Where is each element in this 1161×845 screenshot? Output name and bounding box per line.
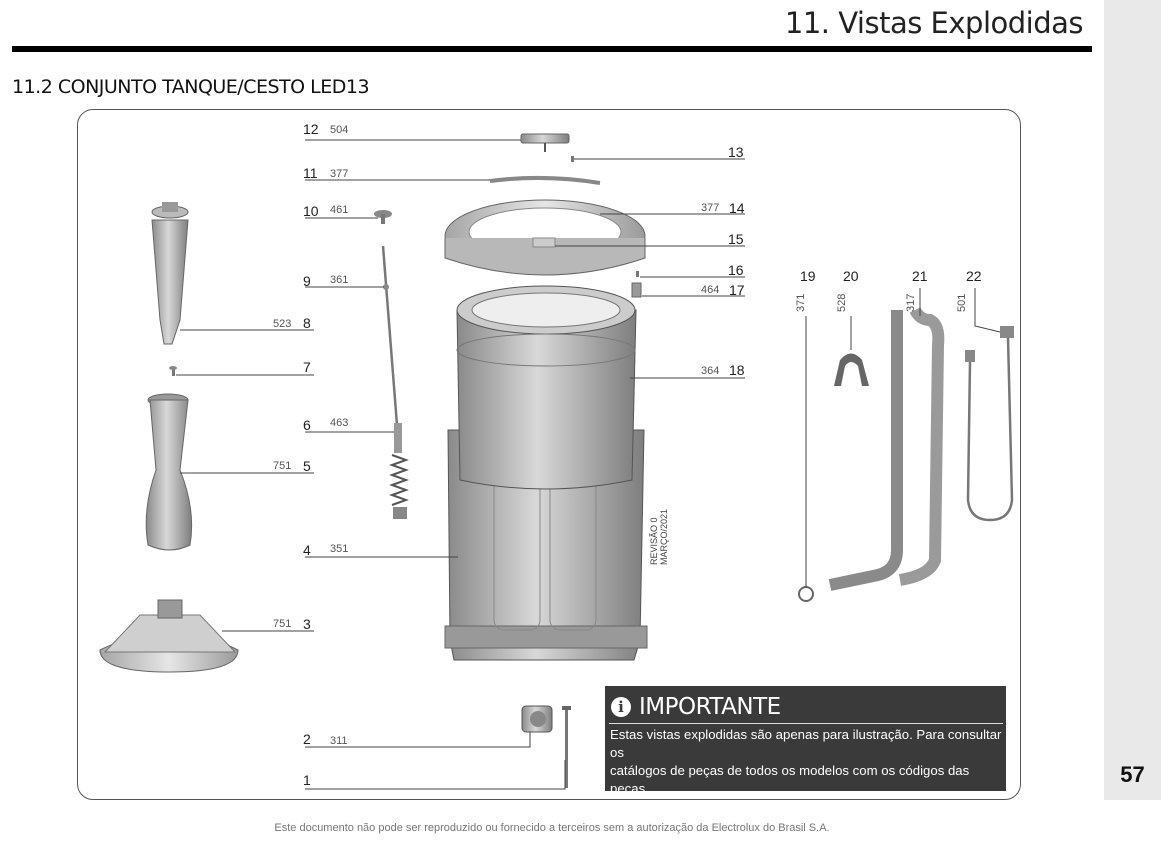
part-10-knob [374,210,392,224]
label-7-num: 7 [303,359,311,375]
important-notice: i IMPORTANTE Estas vistas explodidas são… [605,686,1006,814]
part-16-screw [636,271,639,277]
part-6-spring [389,423,409,519]
label-4-code: 351 [330,543,348,555]
revision-line-2: MARÇO/2021 [659,509,669,565]
page-sidebar [1104,0,1161,800]
label-3-num: 3 [303,616,311,632]
label-14-num: 14 [729,200,745,216]
label-2-code: 311 [330,735,348,747]
part-19-clamp [798,586,814,602]
part-20-hose-support [834,353,869,386]
label-21-code: 317 [905,294,917,312]
label-8-num: 8 [303,315,311,331]
label-15-num: 15 [728,231,744,247]
label-20-num: 20 [843,268,859,284]
label-21-num: 21 [912,268,928,284]
label-5-num: 5 [303,458,311,474]
part-4-outer-tub [444,429,648,661]
label-2-num: 2 [303,731,311,747]
label-17-num: 17 [729,282,745,298]
label-12-num: 12 [303,121,319,137]
part-9-suspension-rod [381,245,399,426]
section-title: 11.2 CONJUNTO TANQUE/CESTO LED13 [12,76,370,98]
label-22-num: 22 [966,268,982,284]
part-12-bracket [520,133,570,152]
label-3-code: 751 [273,618,291,630]
label-12-code: 504 [330,124,348,136]
label-11-num: 11 [303,165,318,181]
page-number: 57 [1120,762,1145,787]
part-1-screw [562,706,571,788]
label-17-code: 464 [701,284,719,296]
label-18-code: 364 [701,365,719,377]
part-7-pin [169,366,177,376]
label-6-num: 6 [303,417,311,433]
label-18-num: 18 [729,362,745,378]
label-20-code: 528 [836,294,848,312]
part-11-seal [489,175,601,185]
important-header: i IMPORTANTE [611,694,781,720]
label-10-num: 10 [303,203,319,219]
important-line-3: acesse o Sales Force. [610,799,741,814]
label-4-num: 4 [303,542,311,558]
label-1-num: 1 [303,772,311,788]
label-11-code: 377 [330,168,348,180]
label-10-code: 461 [330,204,348,216]
label-13-num: 13 [728,144,744,160]
title-rule [12,46,1092,52]
revision-line-1: REVISÃO 0 [649,517,659,565]
label-19-code: 371 [795,294,807,312]
chapter-title: 11. Vistas Explodidas [784,6,1084,40]
important-body: Estas vistas explodidas são apenas para … [610,726,1002,816]
part-15-filter [532,237,556,248]
part-5-agitator [145,393,193,551]
label-5-code: 751 [273,460,291,472]
part-2-motor [521,705,553,733]
label-9-code: 361 [330,274,348,286]
part-17-clip [631,282,642,298]
part-18-inner-basket [456,285,637,490]
info-icon: i [611,697,631,717]
important-line-1: Estas vistas explodidas são apenas para … [610,727,1002,760]
label-14-code: 377 [701,202,719,214]
footer-disclaimer: Este documento não pode ser reproduzido … [274,822,830,834]
important-title: IMPORTANTE [639,694,781,720]
label-22-code: 501 [956,294,968,312]
label-19-num: 19 [800,268,816,284]
part-21-drain-hose [828,307,945,591]
important-rule [609,723,1003,724]
label-16-num: 16 [728,262,744,278]
label-6-code: 463 [330,417,348,429]
important-line-2: catálogos de peças de todos os modelos c… [610,763,970,796]
label-9-num: 9 [303,273,311,289]
part-13-screw [571,156,574,162]
part-8-agitator-shaft [151,202,189,345]
part-22-inlet-hose [965,326,1014,522]
part-14-cover-ring [444,199,646,276]
part-3-impeller [99,599,239,673]
label-8-code: 523 [273,318,291,330]
leader-lines [176,139,1001,790]
